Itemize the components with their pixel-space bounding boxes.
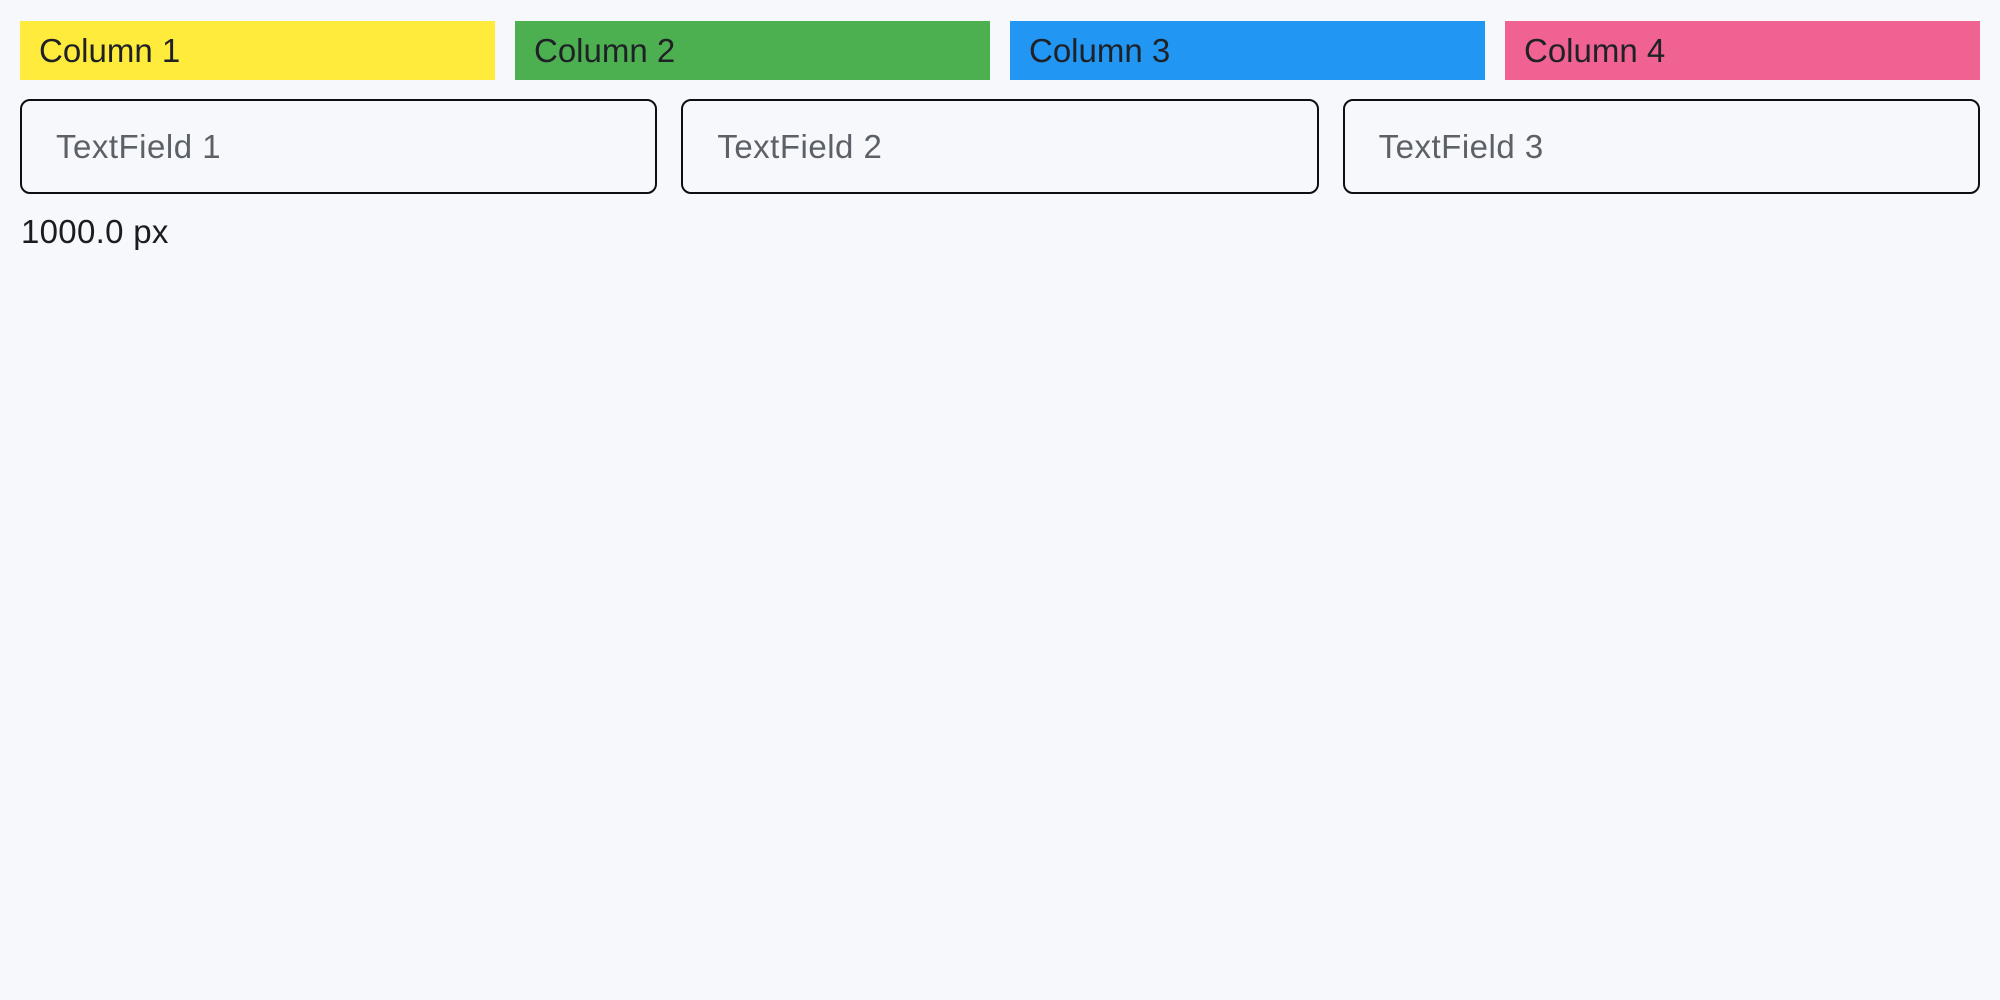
textfield-1[interactable] [20,99,658,194]
column-4-label: Column 4 [1524,31,1666,69]
column-3-block: Column 3 [1010,21,1485,80]
column-1-block: Column 1 [20,21,495,80]
column-1-label: Column 1 [39,31,181,69]
columns-row: Column 1 Column 2 Column 3 Column 4 [20,21,1980,80]
width-size-label: 1000.0 px [21,213,169,250]
column-3-label: Column 3 [1029,31,1171,69]
textfield-3[interactable] [1342,99,1980,194]
textfields-row [20,99,1980,194]
column-2-label: Column 2 [534,31,676,69]
column-2-block: Column 2 [515,21,990,80]
textfield-2[interactable] [681,99,1319,194]
column-4-block: Column 4 [1505,21,1980,80]
